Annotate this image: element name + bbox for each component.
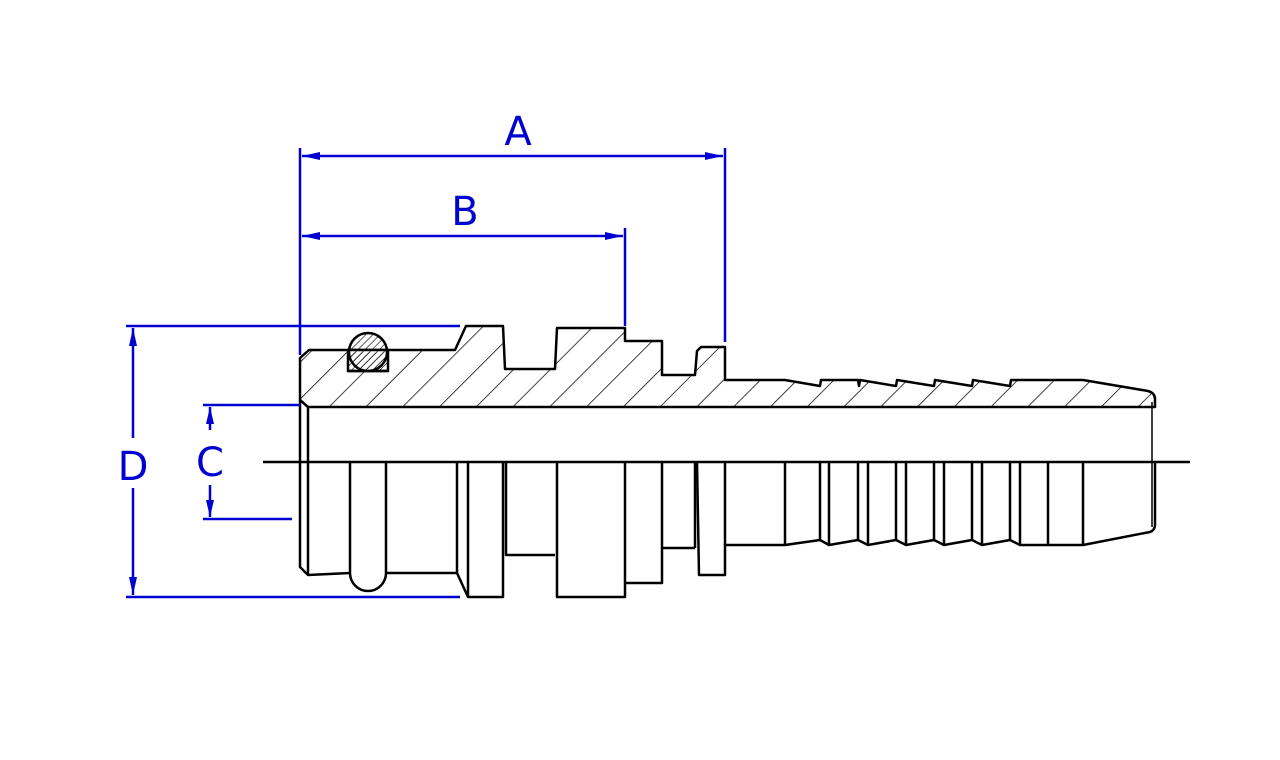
arrow-c-top bbox=[206, 407, 214, 424]
section-upper-body bbox=[298, 324, 1157, 409]
dimension-label-d: D bbox=[118, 444, 149, 490]
arrow-a-left bbox=[302, 152, 320, 160]
dimension-a: A bbox=[298, 109, 727, 355]
arrow-b-right bbox=[605, 232, 623, 240]
arrow-d-top bbox=[129, 328, 137, 346]
dimension-label-b: B bbox=[451, 189, 478, 235]
dimension-d: D bbox=[112, 324, 460, 599]
arrow-c-bottom bbox=[206, 500, 214, 517]
o-ring-lower bbox=[348, 462, 388, 593]
dimension-c: C bbox=[196, 403, 300, 521]
dimension-label-c: C bbox=[196, 440, 224, 486]
arrow-d-bottom bbox=[129, 577, 137, 595]
arrow-b-left bbox=[302, 232, 320, 240]
dimension-label-a: A bbox=[504, 109, 532, 155]
arrow-a-right bbox=[705, 152, 723, 160]
exterior-lower-outline bbox=[298, 400, 1157, 599]
dimension-b: B bbox=[302, 189, 627, 326]
lower-edge-lines bbox=[455, 462, 1085, 597]
